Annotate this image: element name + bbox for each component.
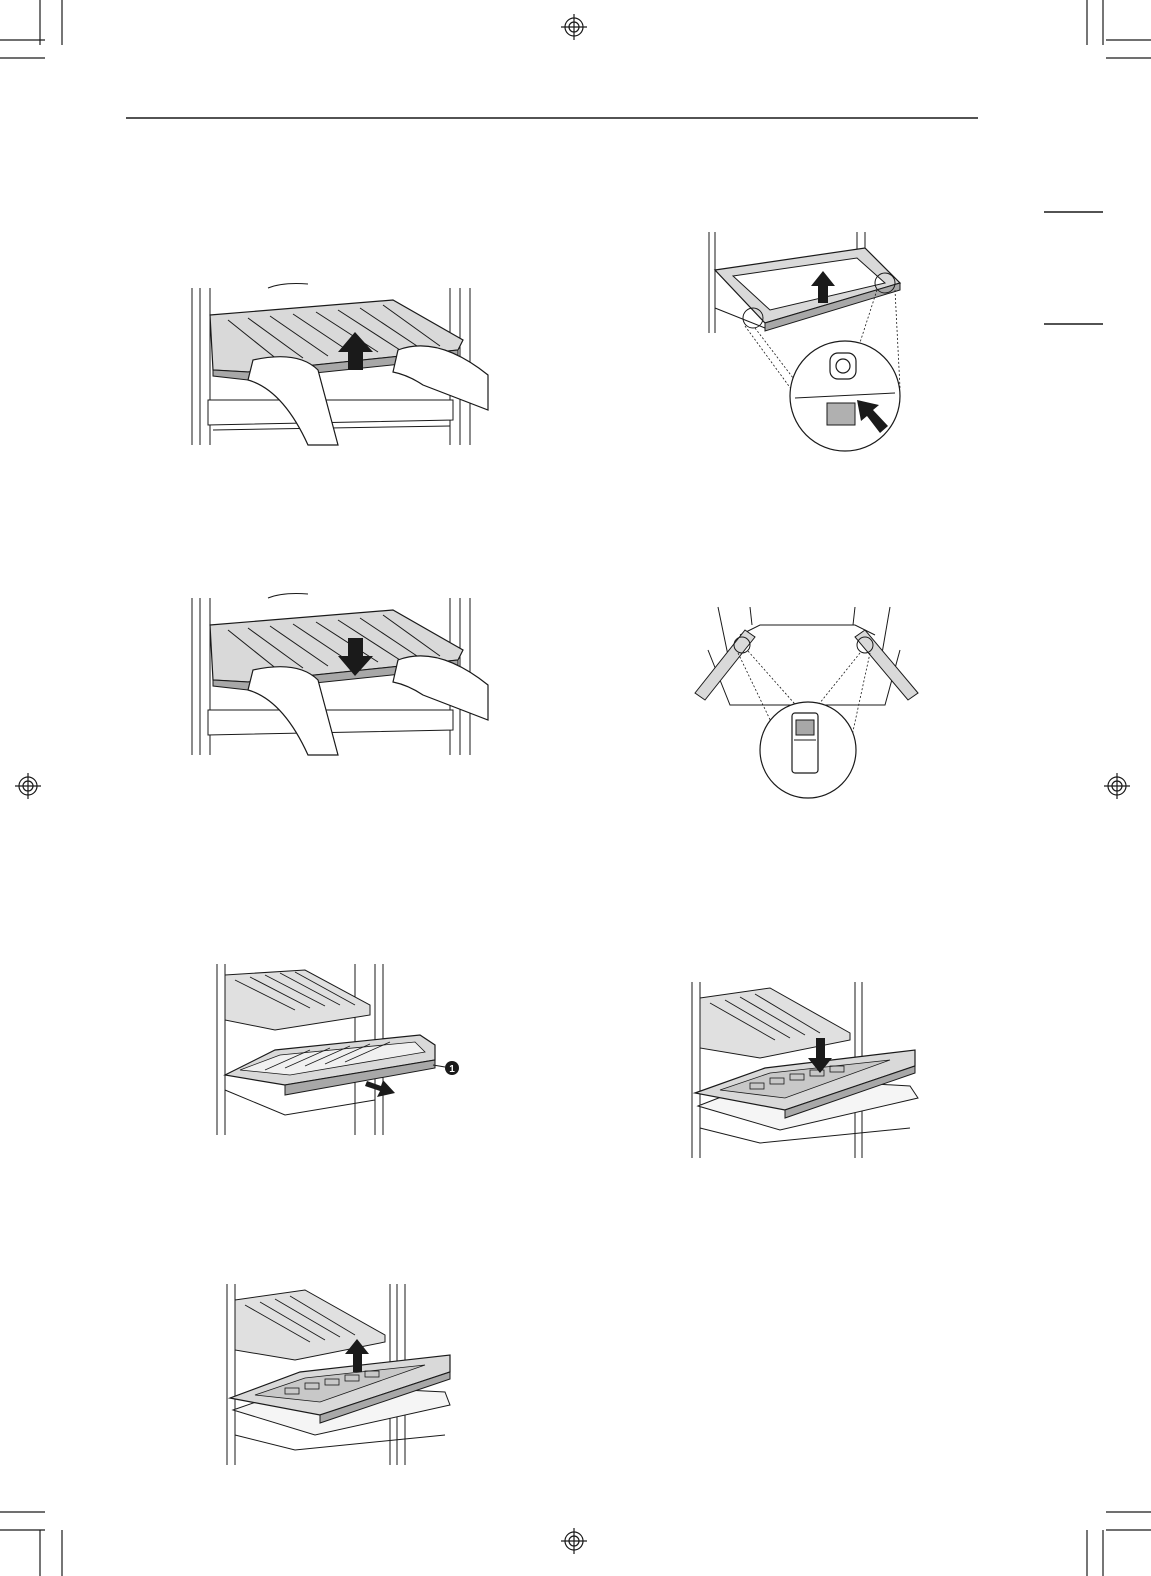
figure-drawer-insert	[690, 978, 925, 1163]
registration-mark-right	[1104, 773, 1130, 799]
callout-label: 1	[449, 1064, 455, 1075]
registration-mark-top	[561, 14, 587, 40]
figure-shelf-install	[188, 590, 493, 760]
registration-mark-left	[15, 773, 41, 799]
arrow-right-icon	[365, 1080, 395, 1097]
figure-drawer-pull: 1	[215, 960, 475, 1140]
figure-shelf-remove	[188, 280, 493, 450]
registration-mark-bottom	[561, 1528, 587, 1554]
figure-door-bin	[690, 605, 925, 800]
figure-basket-lift	[705, 228, 905, 453]
figure-drawer-lift	[225, 1280, 460, 1470]
